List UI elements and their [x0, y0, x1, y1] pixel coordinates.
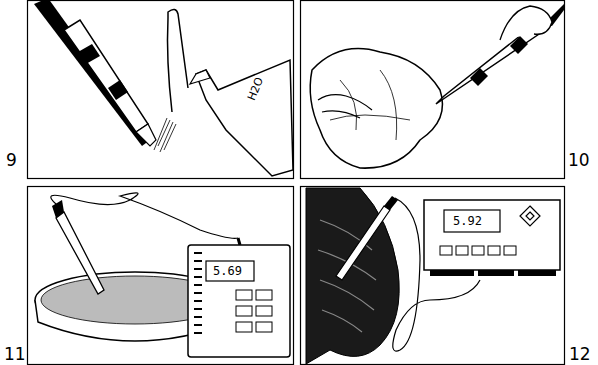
meat-carcass	[306, 188, 399, 364]
handheld-meter	[188, 245, 290, 357]
panel-frame	[28, 187, 294, 365]
carcass-scene	[306, 188, 560, 364]
hand-fingers	[318, 95, 372, 118]
electrode-band	[510, 36, 528, 54]
meter-terminals	[430, 270, 556, 276]
electrode-band	[78, 44, 100, 64]
panel-frame	[301, 1, 565, 179]
lcd-display	[206, 261, 254, 281]
hand	[500, 6, 552, 40]
panel-number: 11	[4, 346, 26, 363]
electrode-cable-end	[34, 0, 150, 146]
dish-scene	[35, 193, 290, 357]
lcd-display	[444, 210, 500, 232]
meter-keys	[236, 290, 272, 332]
electrode-body	[336, 206, 390, 280]
panel-number: 9	[6, 152, 17, 169]
dab-scene	[310, 4, 564, 168]
electrode-band	[470, 68, 488, 86]
panel-number: 10	[568, 152, 590, 169]
electrode-band	[108, 80, 128, 100]
wash-bottle	[196, 60, 293, 176]
cable-plug	[238, 238, 240, 245]
bench-meter	[424, 200, 560, 270]
meter-side-print	[194, 252, 202, 334]
electrode-cable	[51, 193, 238, 239]
rinse-scene	[34, 0, 293, 176]
meter-keys	[440, 246, 516, 255]
display-reading: 5.92	[453, 215, 482, 227]
bottle-nozzle	[168, 9, 189, 112]
bottle-cap	[190, 70, 210, 84]
electrode-body	[56, 212, 104, 294]
electrode-tip	[136, 124, 156, 146]
panel-number: 12	[569, 346, 591, 363]
panel-frame	[28, 1, 294, 179]
water-spray	[154, 118, 176, 152]
electrode-body	[64, 20, 148, 132]
display-reading: 5.69	[213, 265, 242, 277]
panel-frame	[301, 187, 565, 365]
tissue	[310, 49, 442, 169]
logo-diamond	[520, 206, 540, 226]
tissue-folds	[330, 70, 410, 140]
